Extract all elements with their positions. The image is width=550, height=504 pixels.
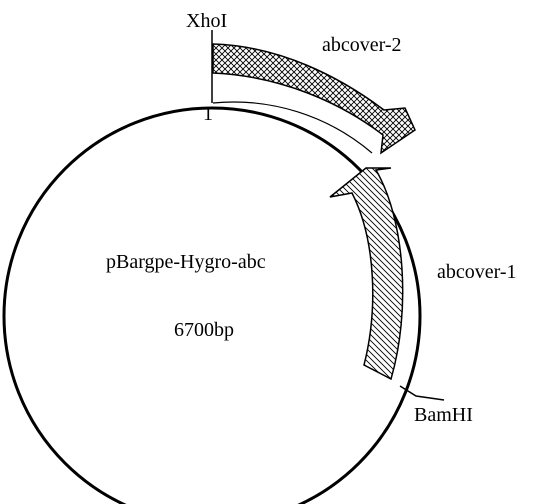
bamhi-leader-line — [399, 385, 445, 401]
xhoi-label: XhoI — [186, 10, 227, 32]
abcover-1-label: abcover-1 — [437, 261, 517, 283]
abcover-2-arrow — [212, 43, 416, 155]
feature-track-line — [212, 101, 373, 154]
abcover-2-label: abcover-2 — [322, 34, 402, 56]
plasmid-size: 6700bp — [174, 319, 234, 341]
origin-label: 1 — [203, 103, 213, 125]
plasmid-backbone — [2, 106, 422, 504]
plasmid-name: pBargpe-Hygro-abc — [106, 251, 266, 273]
bamhi-label: BamHI — [414, 404, 473, 426]
abcover-1-arrow — [329, 167, 404, 381]
